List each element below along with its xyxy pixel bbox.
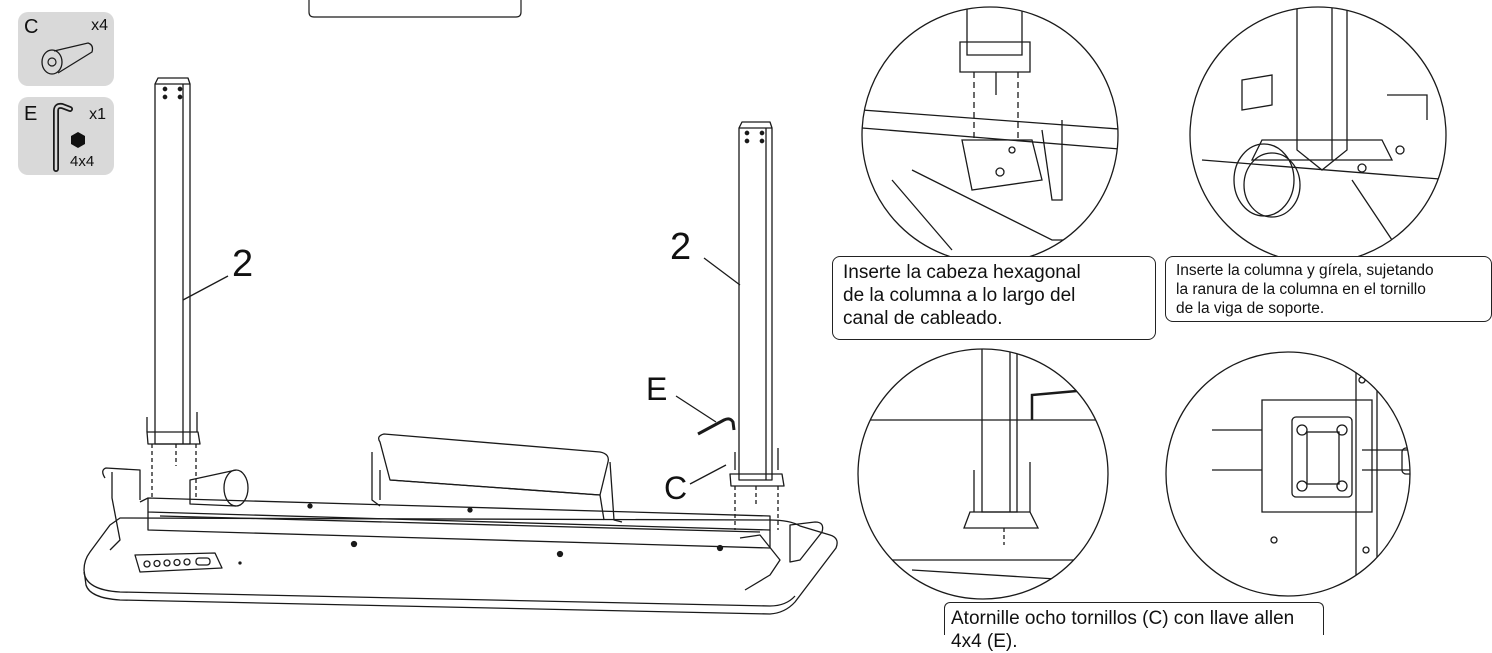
caption-detail-2: Inserte la columna y gírela, sujetando l… (1165, 256, 1492, 322)
callout-allen-key: E (646, 371, 668, 407)
part-card-e: E x1 4x4 (18, 97, 114, 175)
assembly-diagram: C x4 E x1 4x4 (18, 0, 1492, 652)
callout-right-leg: 2 (670, 226, 692, 268)
desk-frame-illustration (83, 77, 838, 615)
part-letter-c: C (24, 16, 39, 38)
part-letter-e: E (24, 103, 38, 125)
caption-detail-1: Inserte la cabeza hexagonal de la column… (832, 256, 1156, 340)
allen-key-icon (53, 102, 85, 172)
part-size-e: 4x4 (70, 153, 95, 170)
callout-left-leg: 2 (232, 243, 254, 285)
bolt-icon (41, 42, 94, 75)
top-box-edge (308, 0, 522, 18)
caption-detail-2-text: Inserte la columna y gírela, sujetando l… (1176, 262, 1434, 317)
caption-detail-3: Atornille ocho tornillos (C) con llave a… (944, 602, 1324, 652)
part-card-c: C x4 (18, 12, 114, 86)
caption-detail-3-text: Atornille ocho tornillos (C) con llave a… (951, 608, 1295, 652)
part-quantity-c: x4 (91, 17, 108, 34)
callout-bolt: C (664, 470, 688, 506)
caption-detail-1-text: Inserte la cabeza hexagonal de la column… (843, 262, 1081, 329)
part-quantity-e: x1 (89, 106, 106, 123)
detail-circles (857, 6, 1447, 600)
